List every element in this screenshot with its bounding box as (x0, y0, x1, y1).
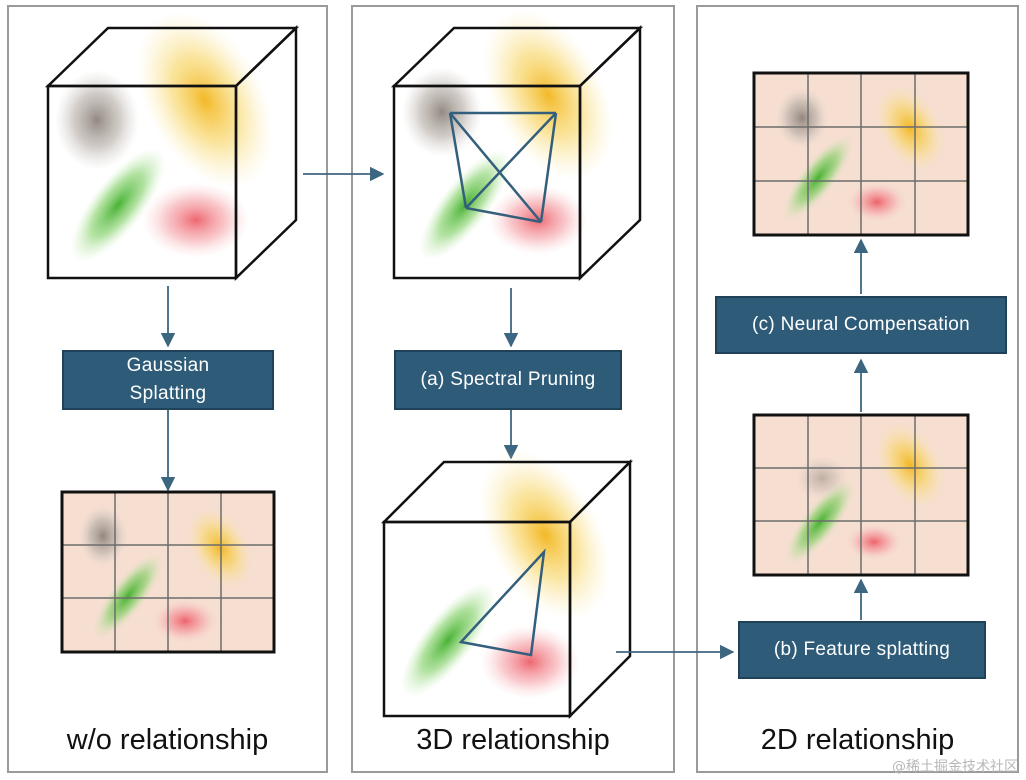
feature-splatting-box: (b) Feature splatting (738, 621, 986, 679)
feature-splatting-label: (b) Feature splatting (773, 639, 951, 660)
gaussian-red (847, 182, 907, 222)
neural-compensation-label: (c) Neural Compensation (751, 314, 971, 335)
gaussian-green (93, 553, 163, 639)
gaussian-gray (776, 88, 828, 148)
gaussian-red (152, 599, 218, 643)
cube-3d-relationship-top (390, 9, 644, 281)
gaussian-yellow (875, 422, 945, 508)
gaussian-yellow (137, 11, 273, 189)
cube-wo-relationship (44, 11, 300, 281)
spectral-pruning-box: (a) Spectral Pruning (394, 350, 622, 410)
cube-front-face (382, 520, 572, 718)
panel-title-3d-relationship: 3D relationship (416, 724, 610, 756)
gaussian-gray (55, 70, 139, 170)
cube-front-face (392, 84, 582, 280)
rendered-image-feature-splatting (752, 413, 970, 577)
gaussian-graph-tetrahedron (448, 111, 558, 224)
neural-compensation-box: (c) Neural Compensation (715, 296, 1007, 354)
panel-frame-3d-relationship (351, 5, 675, 773)
panel-frame-2d-relationship (696, 5, 1019, 773)
panel-title-wo-relationship: w/o relationship (66, 724, 269, 756)
cube-front-face (46, 84, 238, 280)
panel-frame-wo-relationship (7, 5, 328, 773)
gaussian-green (400, 582, 496, 698)
cube-3d-relationship-pruned (380, 449, 634, 720)
rendered-image-compensated (752, 71, 970, 237)
gaussian-splatting-line2: Splatting (129, 383, 207, 404)
gaussian-green (785, 479, 855, 565)
gaussian-red (846, 524, 902, 560)
gaussian-green (783, 135, 853, 221)
watermark: @稀土掘金技术社区 (892, 759, 1018, 775)
gaussian-red (142, 182, 250, 258)
gaussian-gray (79, 506, 127, 566)
gaussian-gray (402, 67, 482, 157)
gaussian-yellow (480, 449, 610, 621)
pruned-gaussian-graph-triangle (458, 548, 546, 657)
gaussian-splatting-line1: Gaussian (126, 355, 210, 376)
rendered-image-wo-relationship (60, 490, 276, 654)
spectral-pruning-label: (a) Spectral Pruning (420, 369, 596, 390)
gaussian-green (70, 147, 166, 263)
gaussian-splatting-box: Gaussian Splatting (62, 350, 274, 410)
panel-title-2d-relationship: 2D relationship (760, 724, 955, 756)
gaussian-red (480, 625, 580, 699)
gaussian-yellow (187, 507, 253, 589)
gaussian-yellow (875, 85, 945, 171)
